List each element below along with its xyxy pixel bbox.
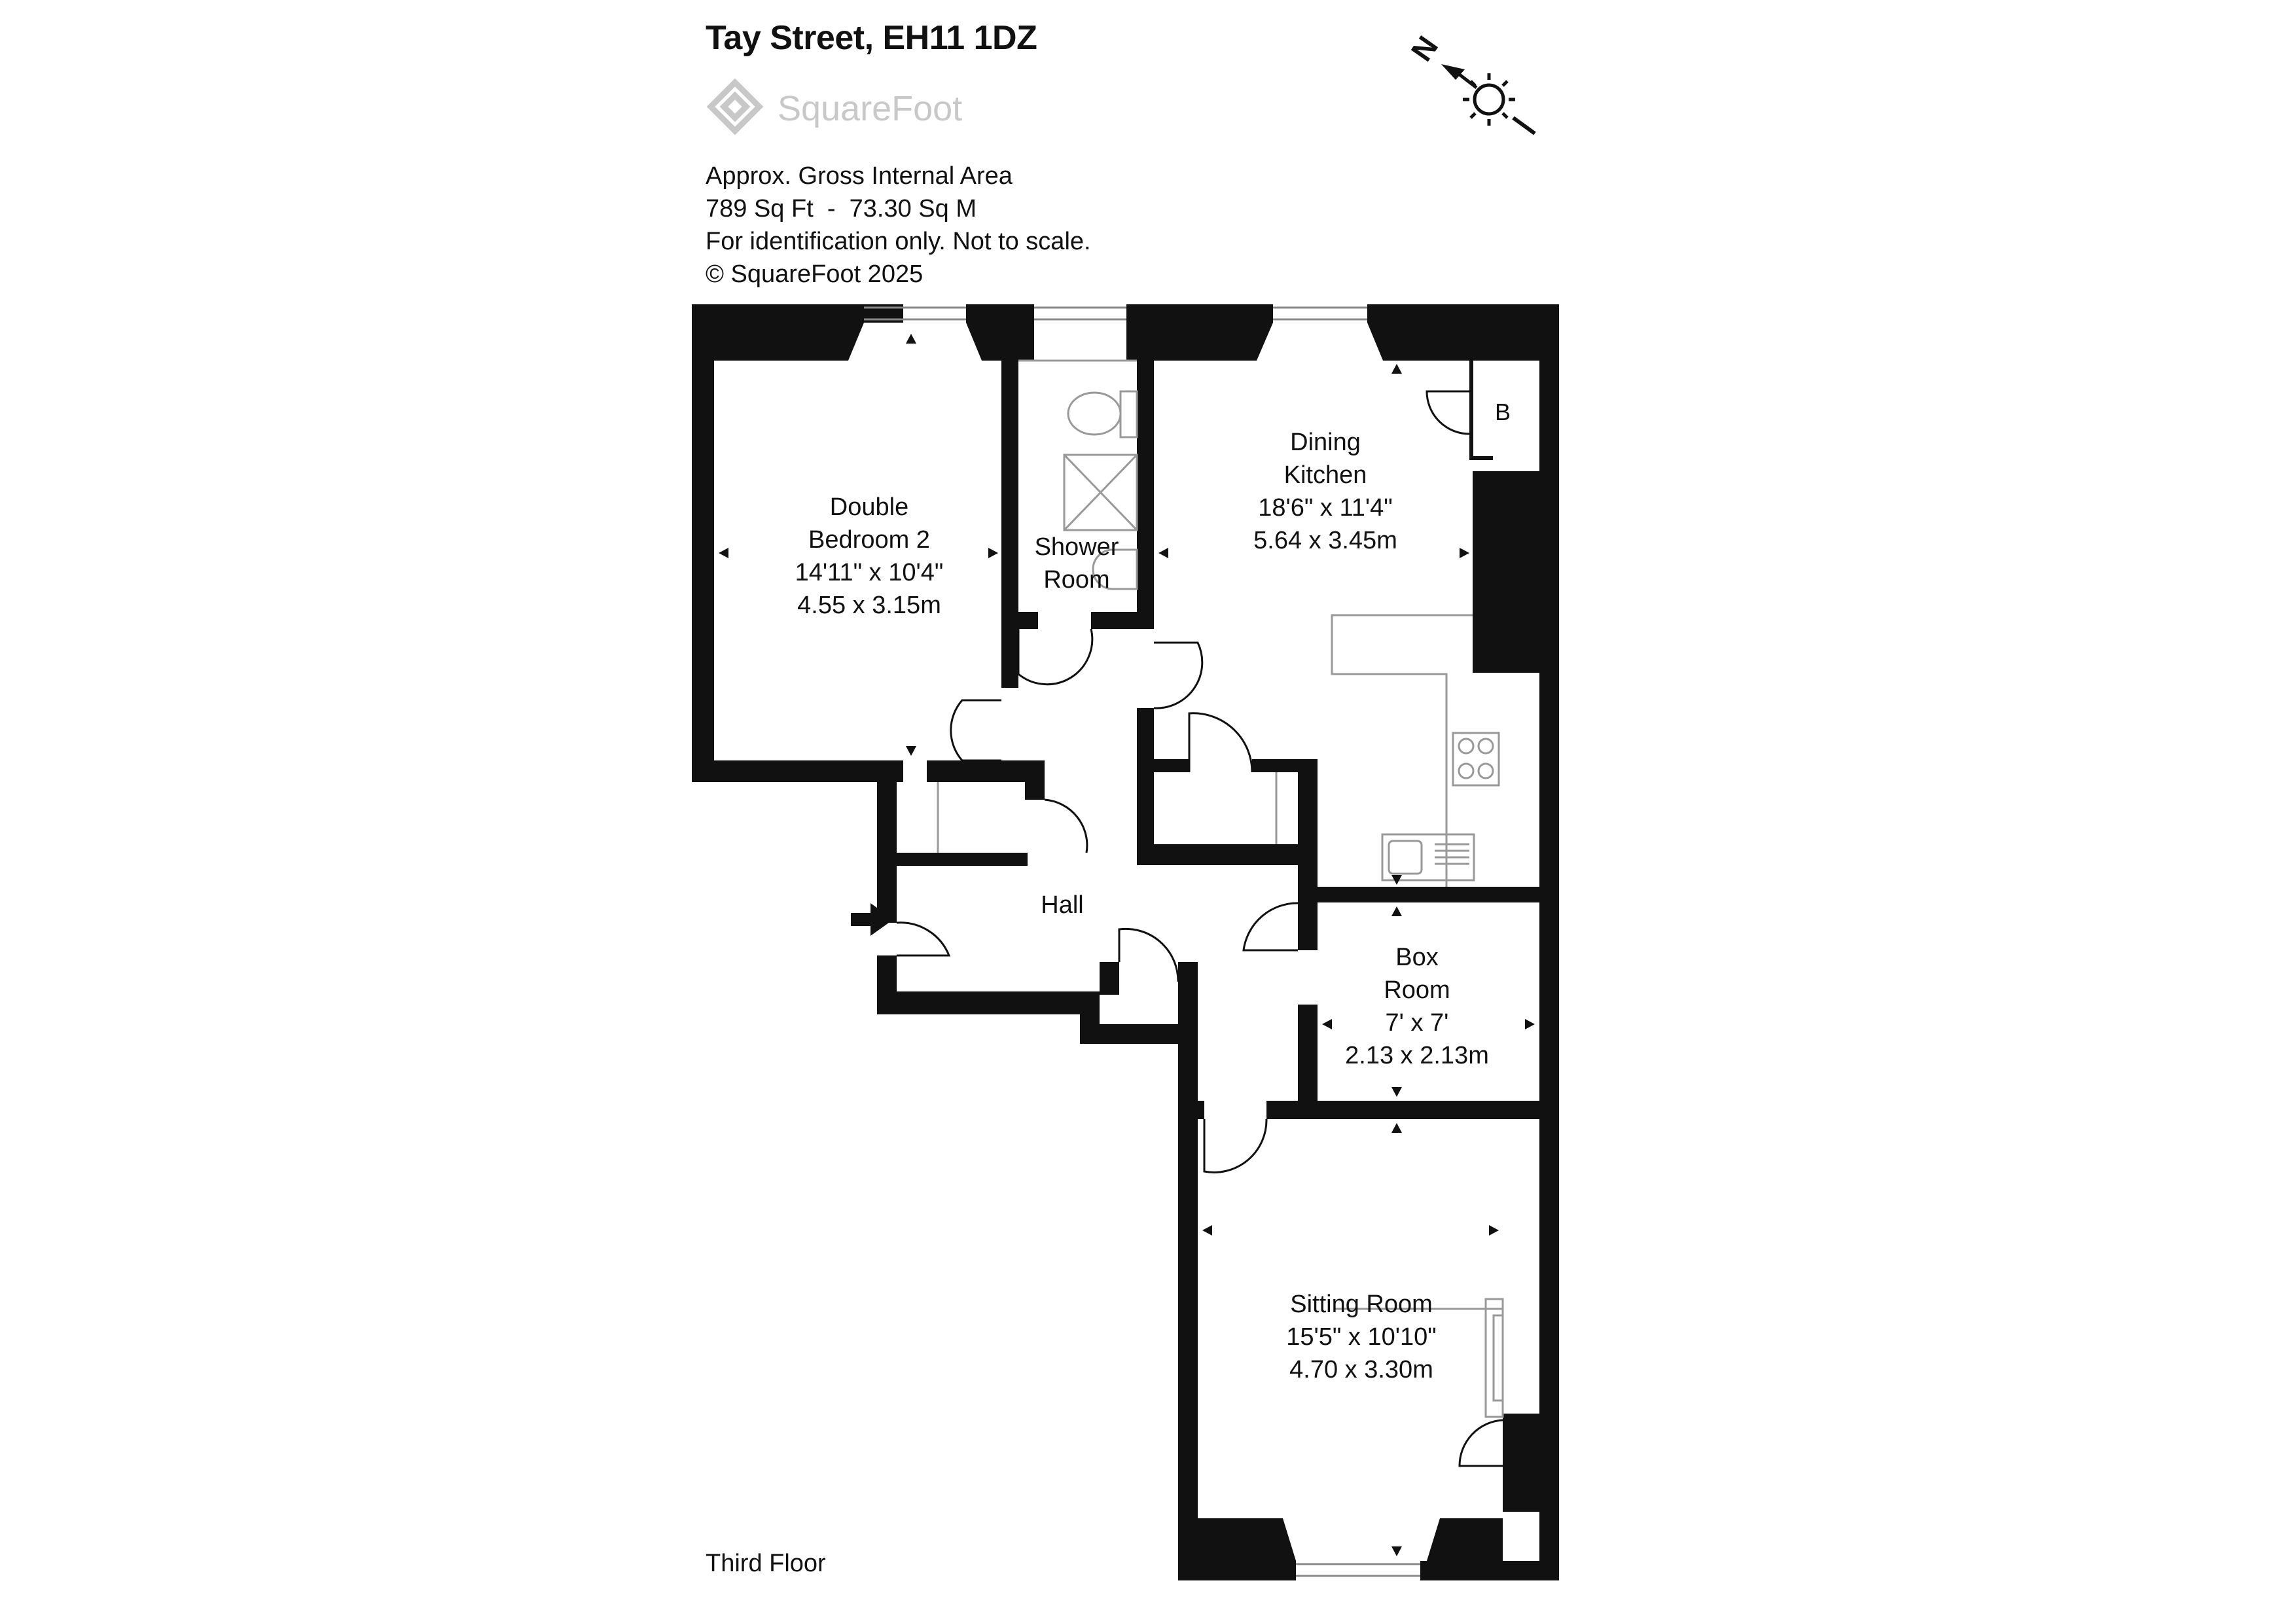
room-label-kitchen: Dining Kitchen 18'6" x 11'4" 5.64 x 3.45… (1253, 429, 1397, 554)
svg-text:Double: Double (830, 493, 908, 521)
svg-text:Shower: Shower (1035, 533, 1119, 561)
sink-icon (1381, 833, 1475, 882)
room-label-boxroom: Box Room 7' x 7' 2.13 x 2.13m (1345, 944, 1489, 1069)
svg-text:14'11" x 10'4": 14'11" x 10'4" (795, 559, 944, 586)
kitchen-fittings (1331, 614, 1500, 887)
room-label-shower: Shower Room (1035, 533, 1119, 594)
svg-text:Box: Box (1395, 944, 1438, 971)
north-compass-icon: N (1404, 30, 1536, 135)
svg-text:5.64 x 3.45m: 5.64 x 3.45m (1253, 527, 1397, 554)
shower-tray-icon (1063, 454, 1138, 531)
svg-text:7' x 7': 7' x 7' (1386, 1009, 1449, 1037)
fireplace-icon (1484, 1298, 1504, 1418)
squarefoot-logo: SquareFoot (706, 78, 962, 135)
room-label-sitting: Sitting Room 15'5" x 10'10" 4.70 x 3.30m (1286, 1291, 1437, 1383)
svg-text:18'6" x 11'4": 18'6" x 11'4" (1258, 494, 1393, 522)
dimension-markers (719, 334, 1535, 1556)
svg-text:15'5" x 10'10": 15'5" x 10'10" (1286, 1323, 1437, 1351)
hob-icon (1452, 732, 1500, 787)
svg-text:Bedroom 2: Bedroom 2 (808, 526, 930, 554)
walls (692, 304, 1559, 1580)
cupboard-lines (937, 772, 1504, 1418)
entrance-arrow-icon (851, 903, 893, 936)
bathroom-fittings (1018, 359, 1138, 590)
logo-mark-icon (706, 78, 764, 135)
logo-brand-text: SquareFoot (778, 89, 962, 128)
toilet-icon (1067, 391, 1122, 436)
svg-text:Hall: Hall (1041, 891, 1083, 919)
copyright-note: © SquareFoot 2025 (706, 260, 924, 288)
sun-icon (1463, 73, 1536, 135)
gross-area-value: 789 Sq Ft - 73.30 Sq M (706, 195, 977, 223)
room-label-hall: Hall (1041, 891, 1083, 919)
floor-level-label: Third Floor (706, 1550, 826, 1577)
north-letter: N (1404, 30, 1444, 67)
svg-text:Dining: Dining (1290, 429, 1361, 456)
door-swings (896, 390, 1503, 1467)
svg-text:Room: Room (1384, 976, 1450, 1004)
gross-area-heading: Approx. Gross Internal Area (706, 162, 1013, 190)
svg-text:Kitchen: Kitchen (1284, 461, 1367, 489)
svg-text:2.13 x 2.13m: 2.13 x 2.13m (1345, 1042, 1489, 1069)
svg-text:Room: Room (1043, 566, 1109, 594)
boiler-label: B (1495, 399, 1511, 425)
disclaimer-note: For identification only. Not to scale. (706, 228, 1091, 255)
basin-icon (1092, 548, 1138, 590)
svg-text:4.70 x 3.30m: 4.70 x 3.30m (1289, 1356, 1433, 1383)
property-address-title: Tay Street, EH11 1DZ (706, 19, 1037, 57)
windows (864, 306, 1420, 1577)
svg-text:4.55 x 3.15m: 4.55 x 3.15m (797, 592, 941, 619)
room-label-bedroom2: Double Bedroom 2 14'11" x 10'4" 4.55 x 3… (795, 493, 944, 619)
svg-text:Sitting Room: Sitting Room (1290, 1291, 1433, 1318)
